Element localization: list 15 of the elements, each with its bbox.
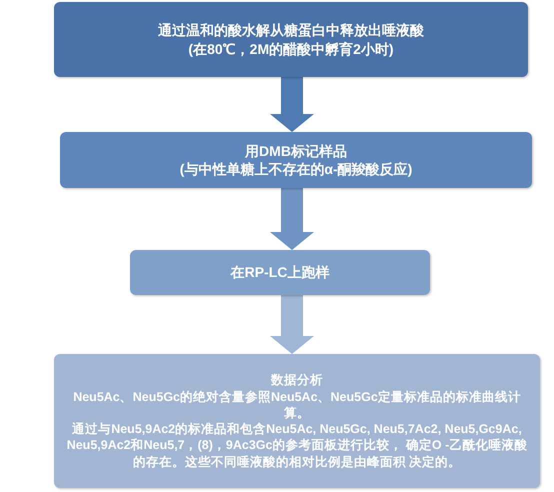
block-arrow (270, 295, 314, 354)
box-text: Neu5Ac、Neu5Gc的绝对含量参照Neu5Ac、Neu5Gc定量标准品的标准曲线计算。 (72, 388, 522, 421)
box-text: 用DMB标记样品 (245, 142, 347, 160)
process-box (130, 250, 430, 295)
box-text: 通过温和的酸水解从糖蛋白中释放出唾液酸 (158, 21, 424, 40)
process-box (54, 354, 540, 488)
box-text: 在RP-LC上跑样 (230, 263, 330, 282)
box-text: (在80℃，2M的醋酸中孵育2小时) (188, 40, 394, 58)
process-box (60, 132, 532, 188)
process-box (54, 2, 528, 77)
box-text: 通过与Neu5,9Ac2的标准品和包含Neu5Ac, Neu5Gc, Neu5,7Ac2, Neu5,Gc9Ac, Neu5,9Ac2和Neu5,7，(8)，9Ac3Gc的参考面板进行比较， 确定O -乙酰化唾液酸的存在。这些不同唾液酸的相对比例是由峰面积 决定的。 (66, 421, 528, 470)
block-arrow (270, 188, 314, 250)
block-arrow (270, 77, 314, 132)
box-text: (与中性单糖上不存在的α-酮羧酸反应) (180, 160, 412, 178)
box-heading: 数据分析 (271, 372, 323, 388)
